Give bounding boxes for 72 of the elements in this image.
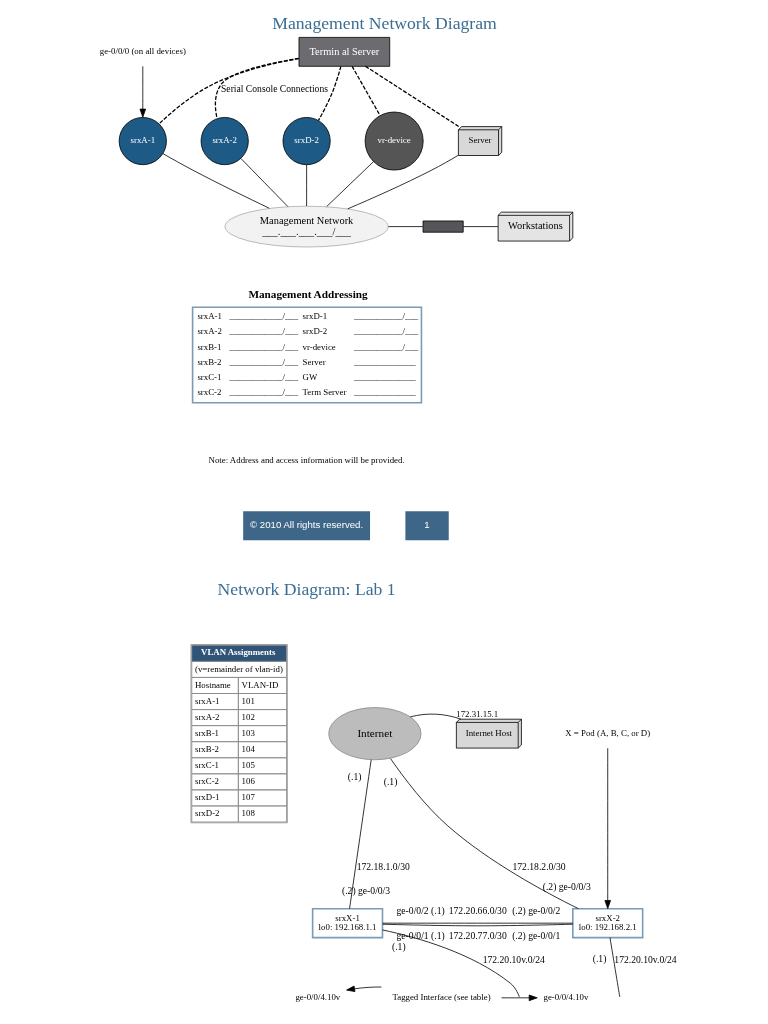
label: (.2) ge-0/0/3 bbox=[341, 884, 390, 896]
edge-label: 172.20.10v.0/24 bbox=[613, 953, 677, 965]
node-text: ge-0/0/0 (on all devices) bbox=[99, 46, 186, 57]
label: srxD-2 bbox=[302, 326, 327, 337]
label: ___________/___ bbox=[353, 326, 418, 337]
label: 1 bbox=[423, 519, 430, 531]
node-label: 172.31.15.1 bbox=[455, 708, 498, 719]
label: srxC-1 bbox=[194, 760, 219, 771]
label: VLAN-ID bbox=[241, 679, 278, 690]
label: srxC-2 bbox=[196, 387, 221, 398]
label: (v=remainder of vlan-id) bbox=[194, 663, 283, 674]
label: (.1) bbox=[347, 770, 361, 782]
label: ______________ bbox=[353, 372, 416, 383]
node-text: X = Pod (A, B, C, or D) bbox=[564, 727, 650, 738]
label: 107 bbox=[241, 792, 255, 803]
diagram-title: Management Network Diagram bbox=[271, 13, 497, 34]
label: 104 bbox=[241, 743, 255, 754]
node-text: ge-0/0/4.10v bbox=[543, 992, 588, 1003]
label: srxC-2 bbox=[194, 776, 219, 787]
label: (.1) bbox=[383, 776, 397, 788]
edge-label: 172.18.2.0/30 bbox=[511, 860, 566, 872]
label: srxA-1 bbox=[194, 695, 220, 706]
label: 103 bbox=[241, 727, 255, 738]
label: (.1) bbox=[592, 952, 606, 964]
label: Note: Address and access information will be provided. bbox=[208, 454, 405, 465]
label: ___________/___ bbox=[353, 311, 418, 322]
edge-label: Serial Console Connections bbox=[220, 82, 328, 94]
label: srxD-2 bbox=[194, 808, 220, 819]
label: srxD-1 bbox=[302, 311, 327, 322]
label: (.1) bbox=[391, 941, 406, 953]
label: ___________/___ bbox=[353, 341, 418, 352]
label: (.2) ge-0/0/3 bbox=[542, 880, 591, 892]
edge-label: 172.20.77.0/30 bbox=[448, 929, 507, 941]
label: Hostname bbox=[194, 679, 231, 690]
label: VLAN Assignments bbox=[200, 646, 275, 657]
label: Management Addressing bbox=[247, 287, 368, 300]
label: srxA-1 bbox=[196, 311, 222, 322]
node-text: ge-0/0/4.10v bbox=[294, 992, 340, 1003]
label: srxA-2 bbox=[194, 711, 220, 722]
label: srxB-1 bbox=[194, 727, 219, 738]
label: 101 bbox=[241, 695, 255, 706]
label: srxD-1 bbox=[194, 792, 220, 803]
label: Network Diagram: Lab 1 bbox=[217, 579, 396, 600]
label: ______________ bbox=[353, 387, 416, 398]
label: GW bbox=[302, 372, 317, 383]
label: (.2) ge-0/0/2 bbox=[511, 904, 560, 916]
label: srxB-2 bbox=[194, 743, 219, 754]
label: srxA-2 bbox=[196, 326, 222, 337]
label: © 2010 All rights reserved. bbox=[249, 519, 363, 531]
label: 102 bbox=[241, 711, 255, 722]
label: ____________/___ bbox=[229, 326, 298, 337]
label: 108 bbox=[241, 808, 255, 819]
edge-label: 172.18.1.0/30 bbox=[356, 860, 410, 872]
label: ge-0/0/2 (.1) bbox=[396, 904, 445, 916]
label: ____________/___ bbox=[229, 387, 298, 398]
label: srxC-1 bbox=[196, 372, 221, 383]
edge-label: 172.20.66.0/30 bbox=[448, 904, 507, 916]
label: vr-device bbox=[302, 341, 336, 352]
label: 106 bbox=[241, 776, 255, 787]
label: 105 bbox=[241, 760, 255, 771]
label: srxB-2 bbox=[196, 356, 221, 367]
label: Server bbox=[302, 356, 326, 367]
label: ____________/___ bbox=[229, 372, 298, 383]
label: ______________ bbox=[353, 356, 416, 367]
edge-label: 172.20.10v.0/24 bbox=[482, 953, 545, 965]
label: srxB-1 bbox=[196, 341, 221, 352]
label: ____________/___ bbox=[229, 341, 298, 352]
label: ____________/___ bbox=[229, 311, 298, 322]
label: Term Server bbox=[302, 387, 346, 398]
node-text: Tagged Interface (see table) bbox=[391, 992, 491, 1003]
label: (.2) ge-0/0/1 bbox=[511, 929, 560, 941]
label: ____________/___ bbox=[229, 356, 298, 367]
